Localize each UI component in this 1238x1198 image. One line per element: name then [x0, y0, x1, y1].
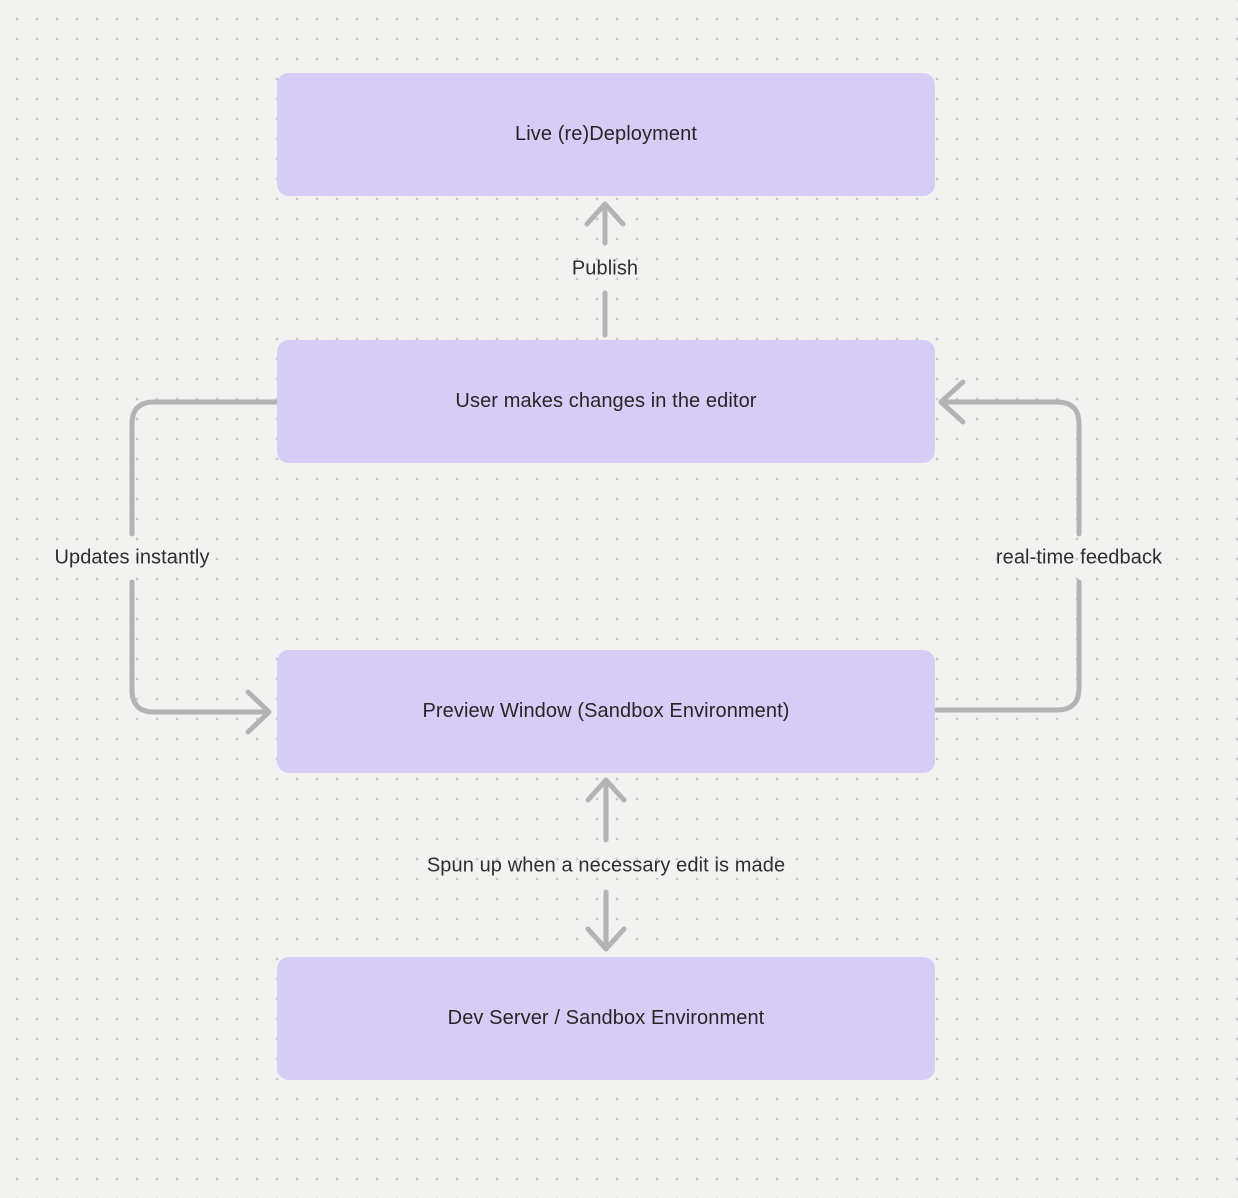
node-editor: User makes changes in the editor [277, 340, 935, 463]
node-preview-label: Preview Window (Sandbox Environment) [422, 700, 790, 722]
edge-label-updates-instantly: Updates instantly [54, 546, 210, 569]
edge-updates-line-upper [129, 399, 281, 537]
node-live-deployment: Live (re)Deployment [277, 73, 935, 196]
edge-updates-line-lower [129, 579, 269, 715]
edge-label-publish: Publish [571, 257, 639, 280]
edge-realtime-line-lower [933, 579, 1082, 713]
edge-realtime-line-upper [943, 399, 1082, 537]
arrowhead-down-icon [585, 926, 627, 952]
node-dev-server-label: Dev Server / Sandbox Environment [447, 1007, 765, 1029]
node-dev-server: Dev Server / Sandbox Environment [277, 957, 935, 1080]
arrowhead-left-icon [938, 379, 966, 425]
edge-label-spun-up: Spun up when a necessary edit is made [426, 854, 786, 877]
arrowhead-up-icon [584, 201, 626, 227]
edge-label-realtime-feedback: real-time feedback [995, 546, 1163, 569]
arrowhead-right-icon [245, 689, 272, 735]
arrowhead-up-icon [585, 777, 627, 803]
node-live-deployment-label: Live (re)Deployment [515, 123, 697, 145]
node-preview: Preview Window (Sandbox Environment) [277, 650, 935, 773]
node-editor-label: User makes changes in the editor [455, 390, 757, 412]
